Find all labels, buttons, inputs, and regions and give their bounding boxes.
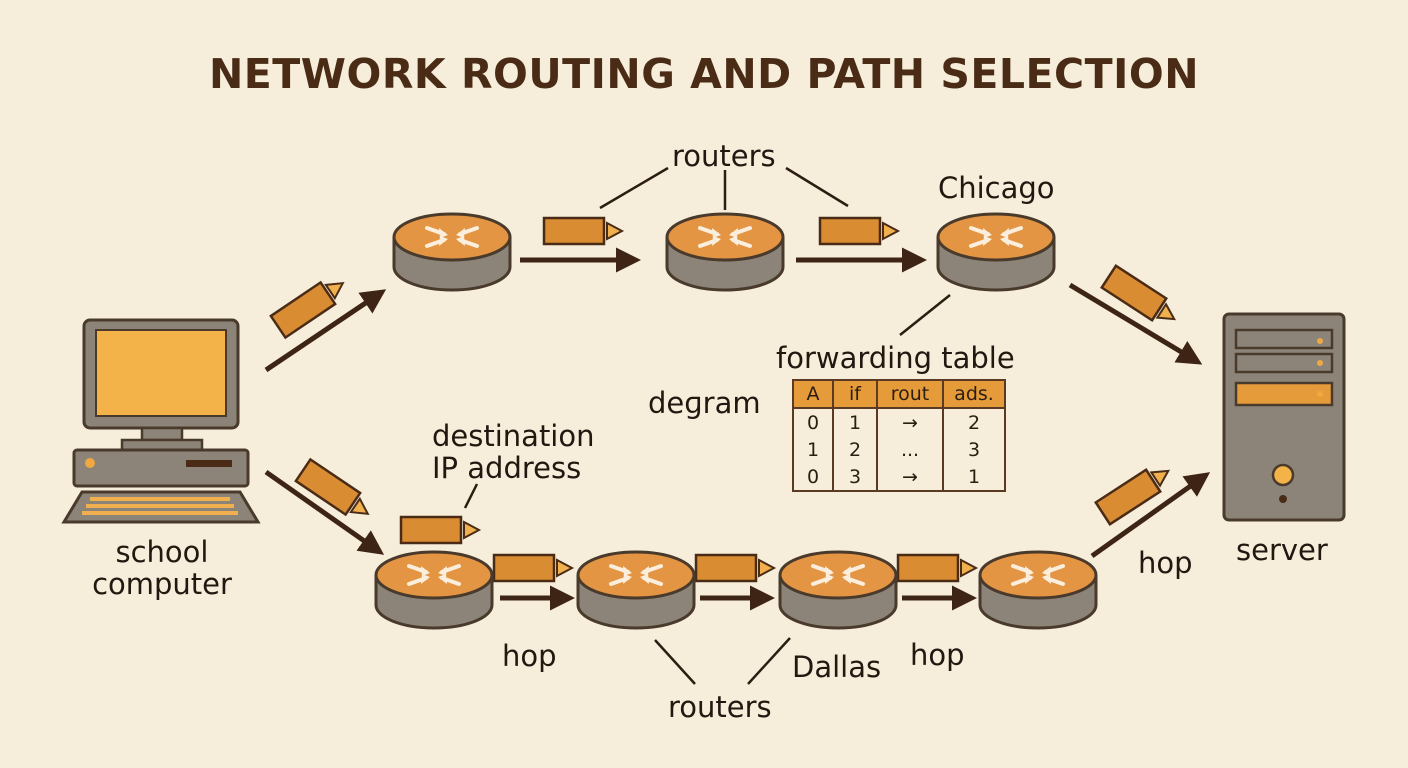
packet-icon xyxy=(896,553,978,583)
table-header: ads. xyxy=(942,379,1006,409)
label-forwarding-table: forwarding table xyxy=(776,341,1015,375)
arrow-computer-to-top-router xyxy=(264,289,387,373)
packet-icon xyxy=(818,216,900,246)
leader-routers-top-right xyxy=(785,166,849,208)
table-cell: 1 xyxy=(792,436,834,463)
table-header-row: A if rout ads. xyxy=(792,379,1006,409)
packet-icon xyxy=(492,553,574,583)
label-school-computer: school computer xyxy=(82,536,242,600)
server-icon xyxy=(1222,312,1346,522)
table-cell: 3 xyxy=(832,463,878,492)
label-routers-top: routers xyxy=(672,139,776,173)
table-cell: ... xyxy=(876,436,944,463)
router-icon xyxy=(978,550,1098,630)
label-hop-right: hop xyxy=(1138,546,1193,580)
label-school-line1: school xyxy=(115,535,209,569)
router-icon xyxy=(576,550,696,630)
packet-icon xyxy=(1100,264,1183,332)
table-cell: → xyxy=(876,463,944,492)
router-icon xyxy=(374,550,494,630)
page-title: NETWORK ROUTING AND PATH SELECTION xyxy=(208,50,1200,98)
table-row: 1 2 ... 3 xyxy=(792,436,1006,463)
router-icon xyxy=(665,212,785,292)
packet-icon xyxy=(399,515,481,545)
label-hop-middle: hop xyxy=(910,638,965,672)
label-destination-line2: IP address xyxy=(432,451,582,485)
packet-icon xyxy=(1094,458,1177,526)
table-row: 0 3 → 1 xyxy=(792,463,1006,492)
packet-icon xyxy=(542,216,624,246)
table-header: if xyxy=(832,379,878,409)
label-chicago: Chicago xyxy=(938,171,1055,205)
table-cell: 2 xyxy=(942,408,1006,436)
table-row: 0 1 → 2 xyxy=(792,408,1006,436)
label-hop-left: hop xyxy=(502,639,557,673)
table-cell: → xyxy=(876,408,944,436)
label-datagram: deɡram xyxy=(648,386,761,420)
table-cell: 1 xyxy=(832,408,878,436)
table-cell: 0 xyxy=(792,463,834,492)
label-destination-ip: destination IP address xyxy=(432,420,595,484)
leader-routers-bottom-left xyxy=(654,639,696,685)
arrow-chicago-to-server xyxy=(1068,282,1203,365)
arrow-bottom-router4-to-server xyxy=(1090,472,1211,559)
leader-destination xyxy=(463,483,479,509)
table-cell: 1 xyxy=(942,463,1006,492)
table-cell: 3 xyxy=(942,436,1006,463)
packet-icon xyxy=(269,271,352,339)
table-header: rout xyxy=(876,379,944,409)
packet-icon xyxy=(294,458,377,526)
forwarding-table: A if rout ads. 0 1 → 2 1 2 ... 3 0 3 xyxy=(792,379,1006,492)
computer-icon xyxy=(61,318,261,524)
label-school-line2: computer xyxy=(92,567,232,601)
label-destination-line1: destination xyxy=(432,419,595,453)
leader-routers-top-left xyxy=(599,166,669,210)
arrow-computer-to-bottom-router xyxy=(264,469,385,555)
router-icon xyxy=(778,550,898,630)
table-cell: 2 xyxy=(832,436,878,463)
table-cell: 0 xyxy=(792,408,834,436)
router-icon xyxy=(392,212,512,292)
label-dallas: Dallas xyxy=(792,650,882,684)
label-server: server xyxy=(1236,533,1328,567)
table-header: A xyxy=(792,379,834,409)
leader-routers-bottom-right xyxy=(747,637,791,685)
packet-icon xyxy=(694,553,776,583)
label-routers-bottom: routers xyxy=(668,690,772,724)
leader-forwarding-table xyxy=(899,294,951,336)
router-icon xyxy=(936,212,1056,292)
